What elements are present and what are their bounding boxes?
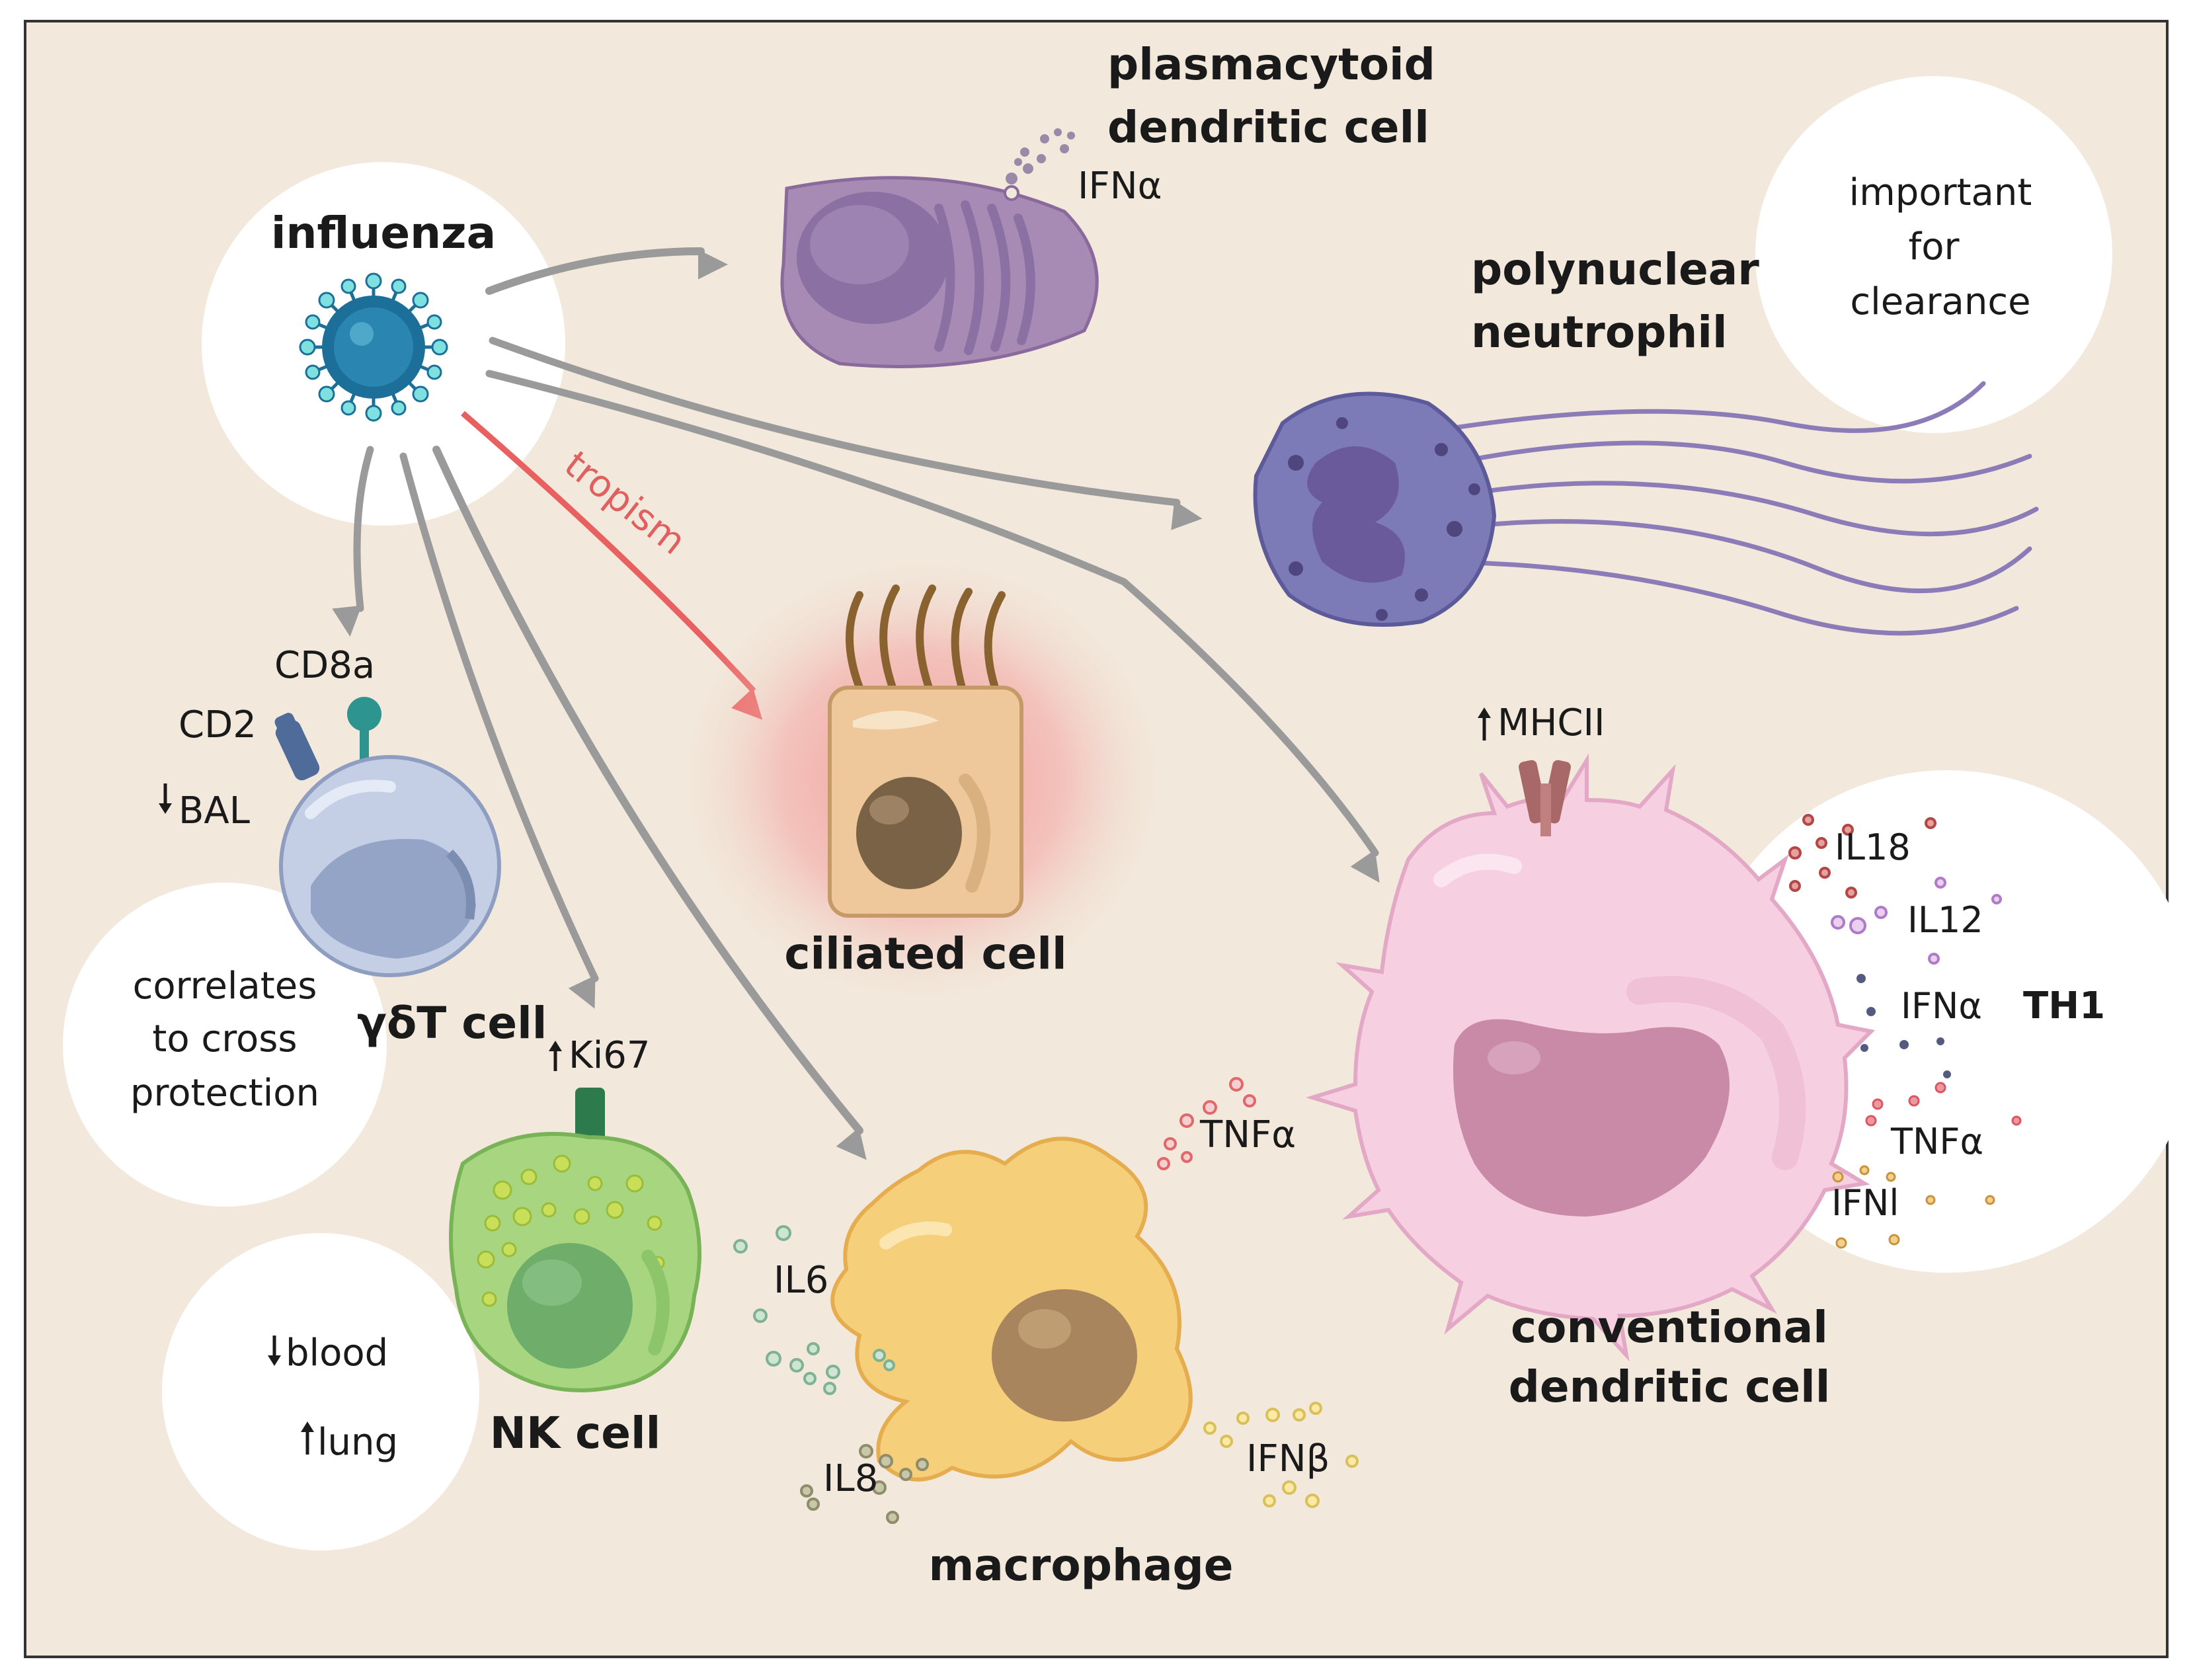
cdc-cell [1305,753,1876,1362]
clearance-bubble [1755,76,2112,433]
cdc-label-line2: dendritic cell [1509,1361,1831,1412]
cd2-label: CD2 [179,703,257,746]
arrow-to-macrophage [432,446,867,1160]
pdc-cell [780,128,1099,368]
bal-label: BAL [179,789,250,832]
gdt-cell [274,697,501,977]
ifna-cdc-label: IFNα [1901,985,1982,1027]
influenza-label: influenza [271,208,496,259]
virus-icon [299,272,448,422]
tnfa-mac-label: TNFα [1199,1113,1296,1156]
mhcii-label: MHCII [1497,701,1605,744]
il8-label: IL8 [823,1457,878,1500]
ifnl-label: IFNl [1831,1182,1899,1224]
il12-label: IL12 [1907,899,1983,941]
macrophage-cell [830,1137,1193,1482]
ifn-alpha-pdc-label: IFNα [1078,165,1162,208]
macrophage-label: macrophage [928,1540,1233,1591]
cd8a-label: CD8a [274,644,375,687]
neutrophil-label-line1: polynuclear [1471,244,1759,295]
cross-line3: protection [130,1072,319,1115]
il18-dots [1788,814,1936,899]
il8-dots [800,1444,929,1524]
pdc-label-line1: plasmacytoid [1107,39,1435,90]
clearance-line3: clearance [1850,280,2030,323]
pdc-label-line2: dendritic cell [1107,102,1429,153]
nk-cell [449,1088,701,1392]
clearance-line1: important [1849,171,2032,214]
cross-line1: correlates [133,965,317,1008]
arrow-up-icon-mhcii [1478,707,1491,740]
ki67-label: Ki67 [569,1034,651,1077]
tnfa-cdc-dots [1865,1082,2022,1127]
gdt-label: γδT cell [357,998,547,1049]
tnfa-mac-dots [1157,1077,1256,1170]
lung-label: lung [317,1421,398,1464]
nk-label: NK cell [490,1408,661,1459]
cdc-label-line1: conventional [1511,1302,1828,1353]
arrow-to-nk [399,452,599,1009]
neutrophil-cell [1253,381,2039,636]
ifna-cdc-dots [1856,974,1951,1078]
arrow-to-neutrophil [489,337,1203,530]
arrows [332,247,1380,1160]
neutrophil-label-line2: neutrophil [1471,307,1728,358]
il6-dots [733,1225,895,1395]
ciliated-label: ciliated cell [784,928,1066,979]
arrow-to-gdt [332,446,374,637]
cross-line2: to cross [152,1018,297,1060]
blood-lung-bubble [162,1233,479,1550]
ifnl-dots [1832,1165,1995,1249]
arrow-down-icon [159,783,172,814]
arrow-up-icon [549,1041,562,1071]
ciliated-cell [828,584,1023,918]
blood-label: blood [286,1332,388,1375]
arrow-down-icon-blood [268,1336,281,1366]
cross-protection-bubble [63,883,387,1207]
mhcii-icon [1519,760,1571,836]
ifnb-dots [1203,1402,1359,1508]
clearance-line2: for [1909,225,1960,268]
arrow-to-cdc [485,370,1380,883]
tnfa-cdc-label: TNFα [1890,1121,1983,1162]
il18-label: IL18 [1835,826,1911,868]
il12-dots [1831,877,2002,965]
arrow-up-icon-lung [301,1421,314,1455]
arrow-to-pdc [485,247,729,295]
th1-label: TH1 [2023,984,2105,1027]
il6-label: IL6 [774,1259,828,1302]
ifnb-label: IFNβ [1246,1437,1330,1480]
